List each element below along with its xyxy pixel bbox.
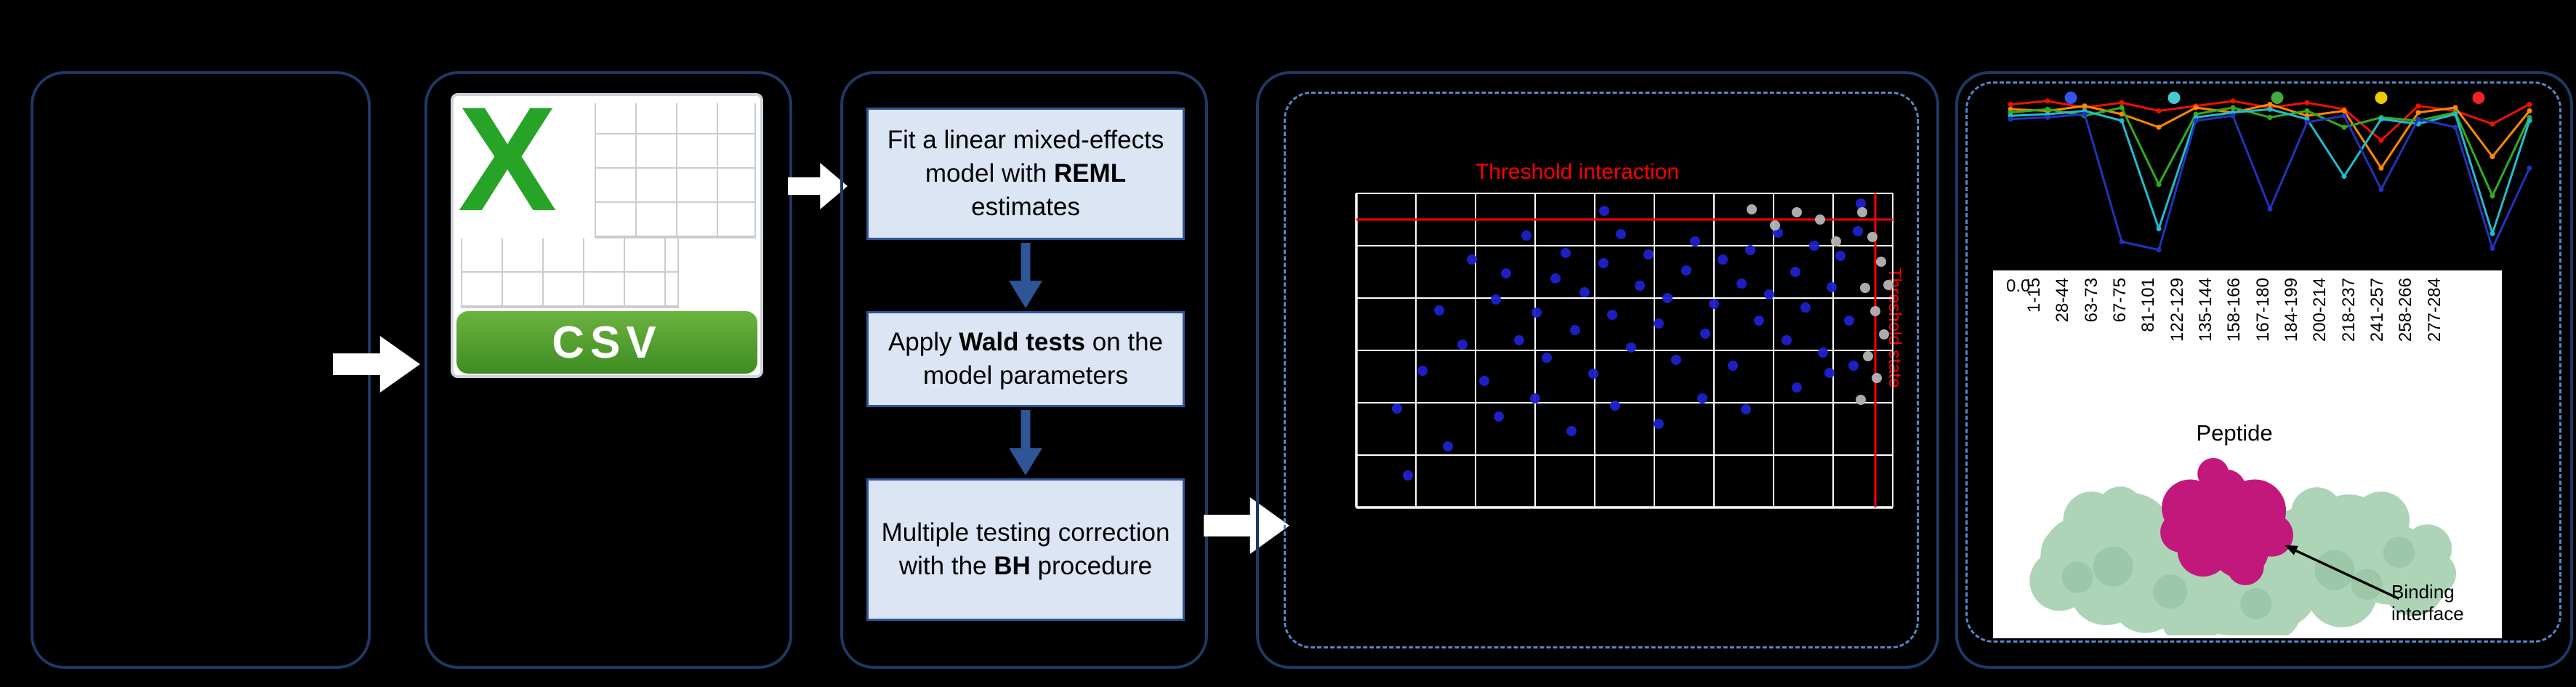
peptide-tick-label: 67-75	[2110, 278, 2130, 323]
peptide-structure-box: 0.0 1-15 28-44 63-73 67-75 81-101 122-129 135-…	[1993, 270, 2502, 638]
flow-step-bh-bold: BH	[994, 552, 1031, 580]
volcano-scatter-plot	[1353, 190, 1896, 510]
flow-step-bh: Multiple testing correction with the BH …	[866, 478, 1185, 621]
panel-csv-file	[424, 71, 792, 669]
peptide-tick-label: 63-73	[2081, 278, 2101, 323]
flow-step-reml-bold: REML	[1053, 158, 1127, 188]
scatter-svg	[1355, 193, 1893, 509]
peptide-tick-label: 81-101	[2138, 278, 2159, 332]
threshold-interaction-label: Threshold interaction	[1475, 160, 1680, 184]
legend-dot-red	[2472, 92, 2485, 104]
protein-structure-image	[2029, 457, 2457, 635]
panel-input-data	[31, 71, 371, 669]
peptide-axis-label: Peptide	[2196, 420, 2273, 446]
flow-step-bh-pre: Multiple testing correction with the	[881, 518, 1170, 580]
flow-step-wald-pre: Apply	[887, 327, 959, 356]
peptide-tick-label: 218-237	[2338, 278, 2359, 342]
flow-step-reml-text: Fit a linear mixed-effects model with RE…	[879, 124, 1172, 225]
right-arrow-icon	[788, 163, 848, 209]
legend-dot-blue	[2064, 92, 2077, 104]
panel-statistics-flow	[840, 71, 1208, 669]
flow-step-reml: Fit a linear mixed-effects model with RE…	[866, 108, 1185, 240]
flow-step-wald: Apply Wald tests on the model parameters	[866, 311, 1185, 407]
legend-dot-green	[2271, 92, 2284, 104]
binding-interface-label: Binding interface	[2391, 581, 2464, 624]
csv-banner: CSV	[456, 311, 757, 374]
peptide-tick-label: 241-257	[2367, 278, 2388, 342]
structure-dashed-frame	[1965, 81, 2561, 643]
peptide-tick-label: 122-129	[2167, 278, 2187, 342]
peptide-tick-label: 1-15	[2024, 278, 2044, 313]
panel-scatter-results	[1256, 71, 1939, 669]
spreadsheet-grid	[461, 238, 679, 308]
legend-dot-cyan	[2168, 92, 2181, 104]
scatter-dashed-frame	[1284, 92, 1919, 648]
peptide-tick-label: 158-166	[2224, 278, 2245, 342]
peptide-tick-label: 167-180	[2253, 278, 2273, 342]
peptide-tick-label: 184-199	[2282, 278, 2302, 342]
flow-step-wald-bold: Wald tests	[959, 327, 1085, 356]
csv-file-icon: X CSV	[451, 76, 763, 378]
uptake-line-chart	[2000, 86, 2544, 268]
peptide-tick-label: 277-284	[2424, 278, 2444, 342]
flow-step-wald-post: on the model parameters	[922, 327, 1164, 390]
y-tick-label: 0.0	[2006, 276, 2031, 296]
flow-step-reml-pre: Fit a linear mixed-effects model with	[887, 125, 1164, 188]
flow-step-bh-text: Multiple testing correction with the BH …	[879, 516, 1172, 583]
flow-step-reml-post: estimates	[971, 193, 1080, 222]
peptide-tick-label: 258-266	[2396, 278, 2416, 342]
excel-x-icon: X	[458, 76, 558, 242]
peptide-tick-label: 135-144	[2196, 278, 2216, 342]
spreadsheet-grid	[595, 103, 756, 238]
flow-step-wald-text: Apply Wald tests on the model parameters	[879, 326, 1172, 393]
peptide-tick-labels: 1-15 28-44 63-73 67-75 81-101 122-129 135-144 1…	[2024, 278, 2444, 417]
linechart-svg	[2008, 98, 2532, 253]
legend-dot-yellow	[2375, 92, 2388, 104]
peptide-tick-label: 200-214	[2310, 278, 2330, 342]
flow-step-bh-post: procedure	[1030, 552, 1153, 580]
peptide-tick-label: 28-44	[2053, 278, 2073, 323]
panel-structure-results	[1955, 71, 2573, 669]
